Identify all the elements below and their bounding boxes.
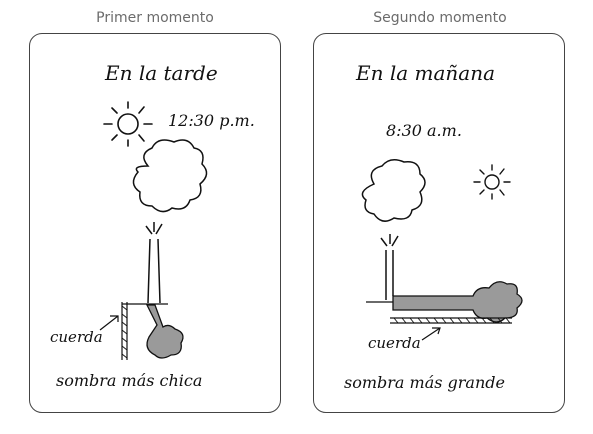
tree-trunk — [380, 234, 399, 300]
rope — [121, 302, 128, 360]
sun-icon — [473, 164, 511, 200]
rope — [390, 317, 512, 324]
tree-trunk — [145, 222, 163, 304]
rope-arrow — [421, 327, 441, 341]
panel-1-heading: Primer momento — [96, 10, 214, 26]
time-of-day-label: En la mañana — [355, 61, 495, 85]
clock-label: 12:30 p.m. — [168, 111, 255, 130]
tree-foliage — [361, 159, 426, 222]
shadow-caption: sombra más chica — [56, 371, 202, 390]
rope-arrow — [99, 315, 119, 331]
time-of-day-label: En la tarde — [104, 61, 218, 85]
panel-2-heading: Segundo momento — [373, 10, 507, 26]
panel-afternoon: En la tarde 12:30 p.m. — [29, 33, 281, 413]
sun-icon — [103, 101, 153, 147]
shadow-caption: sombra más grande — [344, 373, 505, 392]
rope-label: cuerda — [50, 328, 103, 346]
panel-morning: En la mañana 8:30 a.m. — [313, 33, 565, 413]
rope-label: cuerda — [368, 334, 421, 352]
tree-foliage — [132, 139, 208, 213]
clock-label: 8:30 a.m. — [386, 121, 462, 140]
short-shadow — [145, 304, 184, 359]
long-shadow — [392, 281, 523, 323]
